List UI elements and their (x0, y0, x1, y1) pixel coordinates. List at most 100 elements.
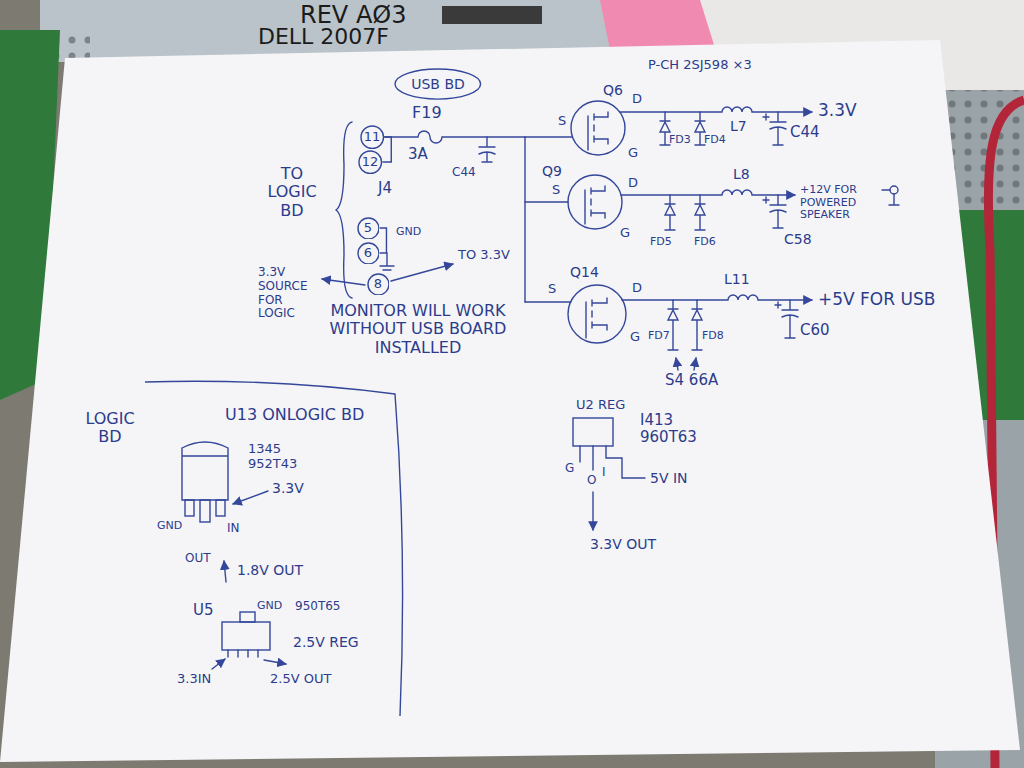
label-text: S (558, 114, 566, 129)
label-text: I (602, 466, 606, 480)
diode-symbol (695, 195, 705, 230)
label-text: J4 (378, 180, 392, 197)
outline (361, 126, 384, 149)
component-note: 1345 952T43 (248, 442, 306, 472)
label-text: D (632, 92, 642, 107)
label-text: S (548, 282, 556, 297)
component-note: U5 (193, 602, 214, 619)
wire-connector (382, 137, 391, 162)
wire (525, 301, 571, 302)
regulator-pin (228, 650, 258, 657)
label-text: FD5 (650, 236, 672, 249)
pin-number: 12 (362, 155, 379, 170)
pin-circle: 8 (367, 273, 390, 296)
label-text: O (587, 474, 596, 488)
pink-note (600, 0, 715, 50)
leader-arrow (233, 491, 268, 504)
regulator-symbol (573, 418, 613, 446)
capacitor-symbol (775, 300, 798, 338)
label-text: +5V FOR USB (818, 290, 935, 310)
label-text: G (565, 462, 574, 476)
label-text: U2 REG (576, 398, 625, 413)
label-text: LOGIC BD (80, 410, 140, 447)
label-text: L7 (730, 118, 747, 134)
label-text: FD6 (694, 236, 716, 249)
wire (620, 107, 812, 112)
region-outline (145, 380, 410, 720)
label-text: Q6 (603, 82, 623, 98)
component-note: 3.3V (272, 480, 304, 496)
label-text: 3.3V (818, 101, 857, 121)
label-text: Q14 (570, 264, 599, 280)
label-text: MONITOR WILL WORK WITHOUT USB BOARD INST… (318, 302, 518, 357)
leader-arrow (264, 660, 286, 664)
label-text: DELL 2007F (258, 24, 389, 49)
region-outline (145, 381, 403, 716)
component-note: 2.5V OUT (270, 672, 331, 687)
pin-number: 8 (374, 277, 382, 292)
diode-symbol (665, 195, 675, 230)
capacitor-symbol (763, 112, 786, 145)
label-text: C44 (452, 166, 476, 180)
pin-circle: 11 (360, 125, 385, 150)
outline (358, 218, 379, 239)
outline (395, 69, 481, 99)
component-note: GND (157, 520, 182, 533)
pin-number: USB BD (411, 76, 465, 92)
pin-number: 6 (364, 246, 372, 261)
label-text: S (552, 183, 560, 198)
label-text: FD4 (704, 134, 726, 147)
wire (622, 295, 812, 300)
speaker-jack (890, 186, 898, 194)
label-text: 3.3V SOURCE FOR LOGIC (258, 266, 318, 321)
mosfet-symbol (568, 175, 622, 229)
pin-circle: 6 (357, 242, 380, 265)
outline (359, 151, 382, 174)
label-text: G (630, 330, 640, 345)
label-text: L11 (724, 271, 750, 287)
wire (621, 190, 795, 195)
capacitor-symbol (763, 195, 786, 228)
mosfet-symbol (586, 298, 607, 338)
diode-symbol (668, 300, 678, 350)
diode-symbol (660, 112, 670, 145)
label-text: D (628, 176, 638, 191)
label-text: Q9 (542, 163, 562, 179)
label-text: D (632, 281, 642, 296)
label-text: FD3 (669, 134, 691, 147)
label-text: G (620, 226, 630, 241)
board-region: U13 ONLOGIC BD1345 952T433.3VGNDINOUT1.8… (145, 380, 410, 720)
regulator-symbol (182, 442, 228, 500)
leader-arrow (212, 659, 225, 669)
mosfet-symbol (585, 186, 605, 224)
wire (525, 136, 572, 137)
component-note: IN (227, 522, 240, 536)
wire (525, 201, 568, 202)
regulator-symbol (222, 622, 270, 650)
label-text: I413 960T63 (640, 412, 702, 447)
label-text: C58 (784, 231, 812, 247)
brace (336, 122, 352, 298)
label-text: GND (396, 226, 421, 239)
mosfet-symbol (588, 112, 608, 150)
label-text: TO LOGIC BD (262, 165, 322, 220)
pin-circle: 12 (358, 150, 383, 175)
regulator-pin (185, 500, 194, 516)
mosfet-symbol (571, 101, 625, 155)
board-ellipse: USB BD (394, 68, 482, 100)
regulator-symbol (240, 612, 255, 622)
label-text: 3A (408, 146, 428, 163)
label-text: G (628, 146, 638, 161)
pin-circle: 5 (357, 217, 380, 240)
outline (358, 243, 379, 264)
component-note: 3.3IN (177, 672, 211, 687)
leader-arrow (592, 492, 593, 530)
label-text: TO 3.3V (458, 248, 510, 263)
label-text: L8 (733, 166, 750, 182)
ground-symbol (380, 253, 394, 270)
leader-arrow (224, 561, 226, 582)
pin-number: 5 (364, 221, 372, 236)
outline (368, 274, 389, 295)
label-text: 5V IN (650, 470, 688, 486)
